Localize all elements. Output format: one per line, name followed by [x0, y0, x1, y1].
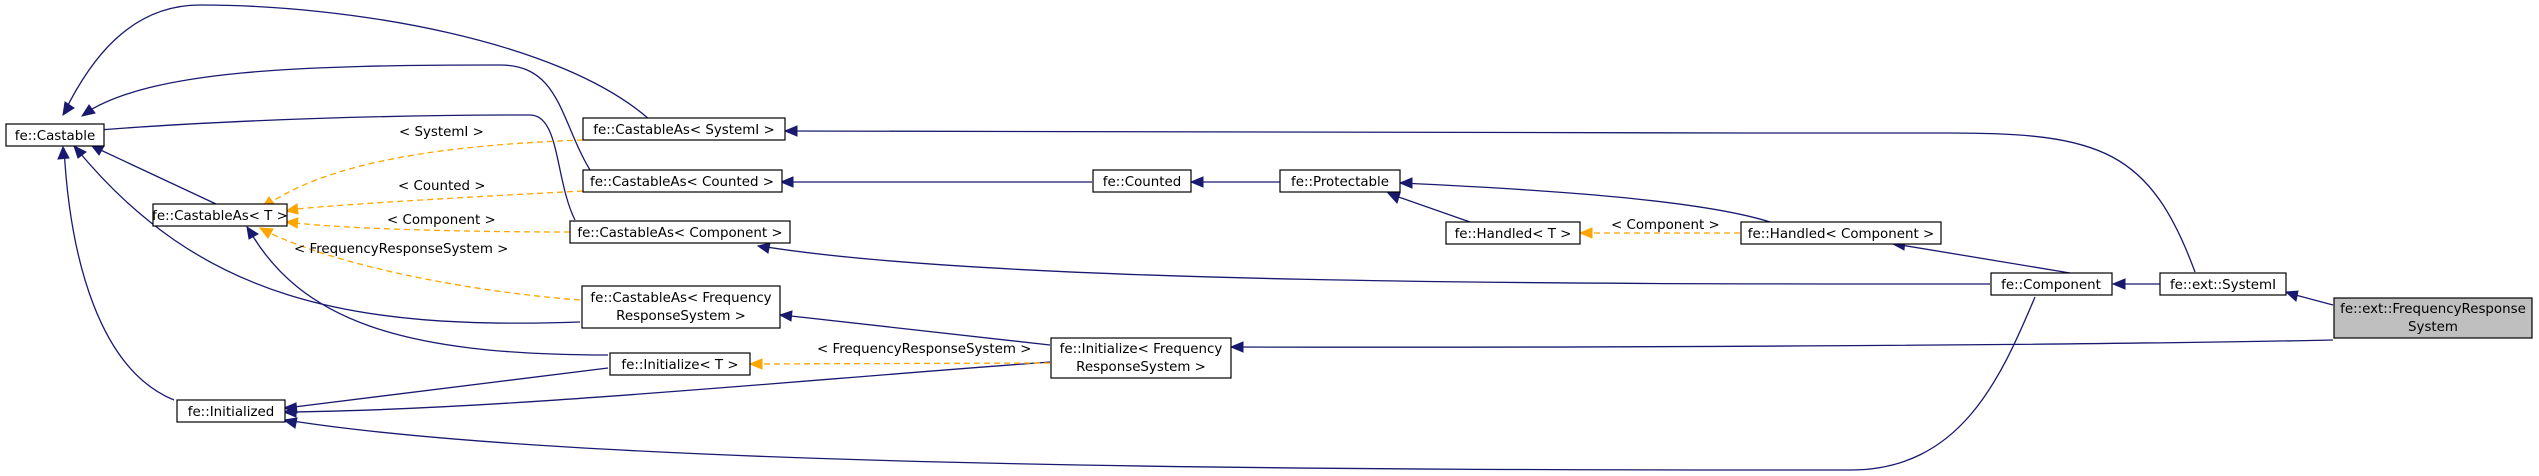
- edge-frs-to-initialize-frs: [1232, 339, 2334, 348]
- edge-initialized-to-castable: [63, 147, 175, 401]
- edge-castableas-counted-to-castableas-t: [287, 190, 584, 211]
- arrow-protectable-to-counted: [1189, 176, 1204, 188]
- edge-castableas-component-to-castable: [85, 114, 576, 221]
- node-initialized-label: fe::Initialized: [188, 405, 275, 420]
- node-handled-component-label: fe::Handled< Component >: [1748, 227, 1934, 242]
- edge-label-handled-component: < Component >: [1611, 218, 1720, 233]
- arrow-castableas-systemi-to-castable: [62, 101, 75, 117]
- edge-labels: < SystemI > < Counted > < Component > < …: [294, 125, 1720, 357]
- arrow-initialized-to-castable: [57, 145, 70, 160]
- edge-component-to-initialized: [285, 296, 2036, 471]
- edge-castableas-t-to-castable: [91, 145, 217, 205]
- edge-component-to-castableas-component: [759, 245, 1991, 285]
- node-castableas-frs-label-2: ResponseSystem >: [616, 309, 746, 324]
- arrow-castableas-frs-to-castableas-t: [258, 227, 274, 239]
- node-castableas-systemi-label: fe::CastableAs< SystemI >: [593, 123, 774, 138]
- node-castable-label: fe::Castable: [15, 129, 95, 144]
- arrow-castableas-counted-to-castableas-t: [284, 203, 299, 215]
- edge-castableas-systemi-to-castable: [63, 4, 651, 121]
- edge-handled-component-to-protectable: [1401, 182, 1771, 223]
- node-initialized[interactable]: fe::Initialized: [176, 399, 286, 423]
- node-castableas-t-label: fe::CastableAs< T >: [152, 209, 288, 224]
- node-counted-label: fe::Counted: [1103, 175, 1181, 190]
- node-castableas-component[interactable]: fe::CastableAs< Component >: [569, 220, 791, 244]
- arrow-frs-to-initialize-frs: [1229, 341, 1244, 353]
- node-systemi[interactable]: fe::ext::SystemI: [2159, 272, 2287, 296]
- edge-castableas-counted-to-castable: [83, 64, 591, 171]
- node-castableas-frs-label-1: fe::CastableAs< Frequency: [590, 291, 771, 306]
- arrow-component-to-castableas-component: [756, 242, 771, 254]
- node-handled-t[interactable]: fe::Handled< T >: [1445, 221, 1581, 245]
- arrow-handled-component-to-handled-t: [1578, 227, 1593, 239]
- arrow-initialize-t-to-castableas-t: [246, 225, 259, 240]
- edge-label-initialize-frs: < FrequencyResponseSystem >: [817, 342, 1031, 357]
- edge-label-frs: < FrequencyResponseSystem >: [294, 242, 508, 257]
- node-castable[interactable]: fe::Castable: [5, 123, 105, 147]
- node-counted[interactable]: fe::Counted: [1092, 169, 1192, 193]
- node-initialize-frs-label-2: ResponseSystem >: [1076, 360, 1206, 375]
- arrow-initialize-frs-to-castableas-frs: [778, 310, 793, 322]
- node-initialize-frs-label-1: fe::Initialize< Frequency: [1060, 342, 1223, 357]
- node-initialize-t[interactable]: fe::Initialize< T >: [609, 352, 751, 376]
- arrow-castableas-counted-to-castable: [80, 104, 96, 117]
- edge-initialize-frs-to-castableas-frs: [781, 314, 1051, 346]
- arrow-handled-component-to-protectable: [1398, 177, 1413, 189]
- node-initialize-frs[interactable]: fe::Initialize< Frequency ResponseSystem…: [1050, 337, 1232, 379]
- arrow-castableas-frs-to-castable: [73, 145, 87, 159]
- arrow-initialize-frs-to-initialize-t: [748, 358, 763, 370]
- node-component[interactable]: fe::Component: [1990, 272, 2113, 296]
- node-frequency-response-system[interactable]: fe::ext::FrequencyResponse System: [2333, 297, 2533, 339]
- arrow-counted-to-castableas-counted: [779, 176, 794, 188]
- edge-castableas-frs-to-castable: [74, 146, 581, 324]
- node-initialize-t-label: fe::Initialize< T >: [621, 358, 738, 373]
- template-edges: [258, 139, 1740, 370]
- node-handled-t-label: fe::Handled< T >: [1455, 227, 1572, 242]
- arrow-castableas-component-to-castableas-t: [284, 217, 299, 229]
- edge-castableas-systemi-to-castableas-t: [263, 139, 584, 208]
- node-castableas-counted-label: fe::CastableAs< Counted >: [590, 175, 774, 190]
- edge-systemi-to-castableas-systemi: [786, 130, 2196, 273]
- node-castableas-component-label: fe::CastableAs< Component >: [577, 226, 782, 241]
- node-component-label: fe::Component: [2001, 278, 2101, 293]
- edge-label-component: < Component >: [387, 213, 496, 228]
- edge-initialize-frs-to-initialized: [285, 361, 1051, 413]
- edge-initialize-frs-to-initialize-t: [751, 362, 1051, 365]
- node-handled-component[interactable]: fe::Handled< Component >: [1740, 221, 1942, 245]
- arrow-component-to-initialized: [282, 417, 298, 429]
- node-protectable-label: fe::Protectable: [1291, 175, 1389, 190]
- edge-initialize-t-to-castableas-t: [247, 227, 609, 356]
- node-castableas-frs[interactable]: fe::CastableAs< Frequency ResponseSystem…: [581, 285, 781, 329]
- edge-component-to-handled-component: [1894, 243, 2071, 274]
- edge-castableas-component-to-castableas-t: [287, 221, 571, 233]
- node-castableas-t[interactable]: fe::CastableAs< T >: [152, 203, 288, 227]
- edge-label-counted: < Counted >: [398, 179, 485, 194]
- arrow-systemi-to-castableas-systemi: [783, 125, 798, 137]
- node-frequency-response-system-label-1: fe::ext::FrequencyResponse: [2340, 302, 2526, 317]
- arrow-frs-to-systemi: [2284, 290, 2299, 302]
- edge-initialize-t-to-initialized: [285, 367, 609, 409]
- node-castableas-systemi[interactable]: fe::CastableAs< SystemI >: [582, 117, 786, 141]
- arrow-initialize-frs-to-initialized: [282, 406, 297, 418]
- node-castableas-counted[interactable]: fe::CastableAs< Counted >: [582, 169, 783, 193]
- node-protectable[interactable]: fe::Protectable: [1279, 169, 1401, 193]
- inheritance-edges: [57, 4, 2334, 471]
- node-systemi-label: fe::ext::SystemI: [2170, 278, 2276, 293]
- node-frequency-response-system-label-2: System: [2408, 320, 2458, 335]
- edge-castableas-frs-to-castableas-t: [261, 228, 581, 301]
- edge-handled-t-to-protectable: [1389, 193, 1471, 223]
- arrow-systemi-to-component: [2111, 278, 2126, 290]
- arrow-handled-t-to-protectable: [1386, 192, 1401, 204]
- edge-label-systemi: < SystemI >: [399, 125, 484, 140]
